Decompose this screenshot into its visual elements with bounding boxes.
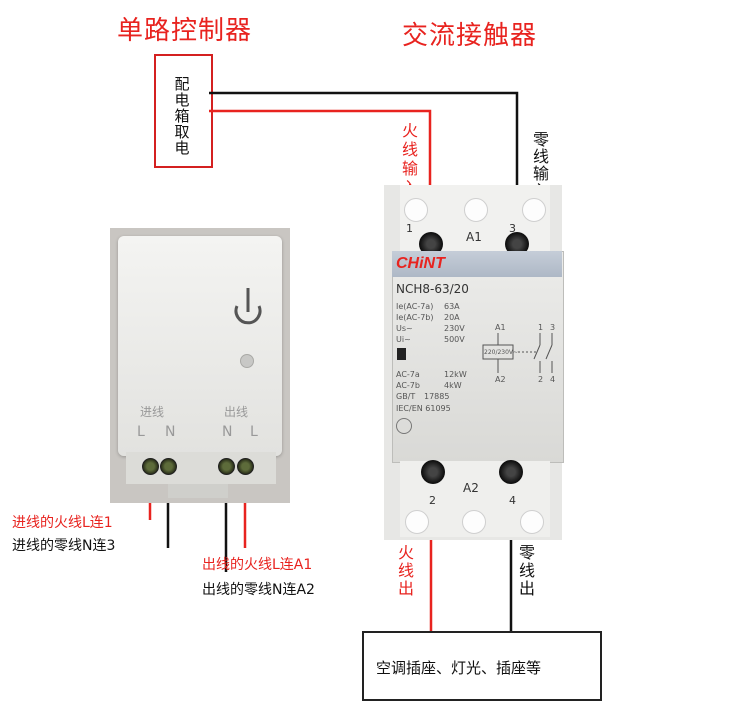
- note-in-live: 进线的火线L连1: [12, 515, 113, 531]
- diagram-label-3: 3: [550, 323, 556, 332]
- contactor-terminal-4-label: 4: [509, 494, 516, 507]
- contactor-bottom-hole-2: [462, 510, 486, 534]
- controller-foot: [168, 484, 228, 498]
- controller-out-neutral-term-label: N: [222, 424, 233, 440]
- coil-label: 220/230V~: [484, 349, 519, 356]
- spec-row-5-key: AC-7a: [396, 370, 420, 379]
- status-led: [240, 354, 254, 368]
- spec-row-3-key: Us~: [396, 324, 413, 333]
- load-box: 空调插座、灯光、插座等: [362, 631, 602, 701]
- contactor-terminal-2-label: 2: [429, 494, 436, 507]
- live-out-label: 火线出: [397, 543, 414, 598]
- spec-row-4-val: 500V: [444, 335, 465, 344]
- controller-in-label: 进线: [140, 405, 165, 419]
- spec-row-3-val: 230V: [444, 324, 465, 333]
- contactor-terminal-3-label: 3: [509, 222, 516, 235]
- diagram-label-a2: A2: [495, 375, 506, 384]
- contactor-standard: IEC/EN 61095: [396, 404, 451, 413]
- controller-terminal-in-neutral: [160, 458, 177, 475]
- indicator-window: [397, 348, 406, 360]
- contactor-terminal-a1-label: A1: [466, 230, 482, 244]
- note-out-live: 出线的火线L连A1: [202, 557, 313, 573]
- diagram-label-1: 1: [538, 323, 544, 332]
- controller-terminal-out-live: [237, 458, 254, 475]
- spec-row-7-key: GB/T: [396, 392, 416, 401]
- contactor-top-hole-2: [464, 198, 488, 222]
- diagram-label-4: 4: [550, 375, 556, 384]
- note-in-neutral: 进线的零线N连3: [12, 538, 116, 554]
- load-box-label: 空调插座、灯光、插座等: [376, 659, 542, 677]
- controller-out-live-term-label: L: [250, 424, 258, 440]
- contactor-model: NCH8-63/20: [396, 282, 469, 296]
- ccc-mark-icon: [396, 418, 412, 434]
- spec-row-6-val: 4kW: [444, 381, 462, 390]
- controller-title: 单路控制器: [117, 16, 253, 46]
- spec-row-2-key: Ie(AC-7b): [396, 313, 434, 322]
- power-box-label: 配电箱取电: [174, 75, 190, 157]
- controller-terminal-in-live: [142, 458, 159, 475]
- controller-out-label: 出线: [224, 405, 249, 419]
- contactor-bottom-hole-3: [520, 510, 544, 534]
- spec-row-1-key: Ie(AC-7a): [396, 302, 434, 311]
- spec-row-6-key: AC-7b: [396, 381, 420, 390]
- power-symbol-icon: [234, 288, 262, 325]
- spec-row-7-val: 17885: [424, 392, 450, 401]
- contactor-screw-2: [421, 460, 445, 484]
- contactor-brand-bar: [392, 251, 562, 277]
- controller-in-live-term-label: L: [137, 424, 145, 440]
- diagram-label-2: 2: [538, 375, 544, 384]
- diagram-label-a1: A1: [495, 323, 506, 332]
- contactor-circuit-icon: [482, 333, 553, 373]
- spec-row-2-val: 20A: [444, 313, 460, 322]
- neutral-out-label: 零线出: [518, 543, 535, 598]
- controller-in-neutral-term-label: N: [165, 424, 176, 440]
- controller-terminal-out-neutral: [218, 458, 235, 475]
- contactor-brand: CHiNT: [396, 255, 445, 272]
- contactor-terminal-a2-label: A2: [463, 481, 479, 495]
- controller-body: [118, 236, 282, 456]
- note-out-neutral: 出线的零线N连A2: [202, 582, 315, 598]
- contactor-terminal-1-label: 1: [406, 222, 413, 235]
- contactor-top-hole-3: [522, 198, 546, 222]
- spec-row-5-val: 12kW: [444, 370, 467, 379]
- spec-row-4-key: Ui~: [396, 335, 411, 344]
- spec-row-1-val: 63A: [444, 302, 460, 311]
- contactor-title: 交流接触器: [402, 21, 538, 51]
- contactor-screw-4: [499, 460, 523, 484]
- contactor-bottom-hole-1: [405, 510, 429, 534]
- power-box: 配电箱取电: [154, 54, 213, 168]
- contactor-top-hole-1: [404, 198, 428, 222]
